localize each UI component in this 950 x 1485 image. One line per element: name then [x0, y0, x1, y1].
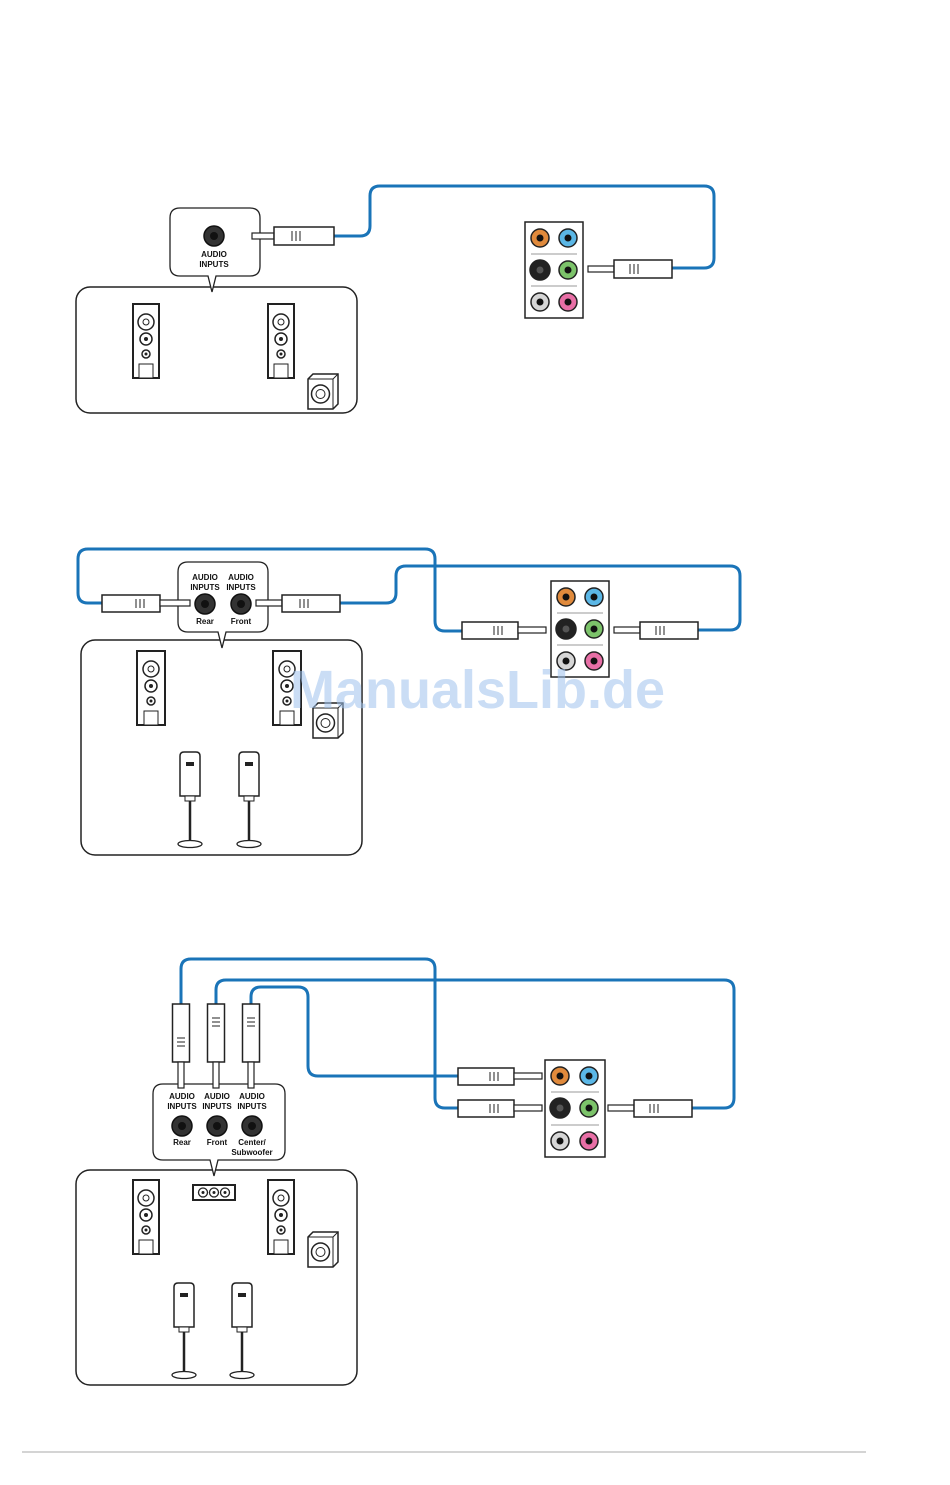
audio-input-label: AUDIO — [204, 1092, 230, 1101]
audio-plug-icon — [208, 1004, 225, 1088]
subwoofer-label: Subwoofer — [231, 1148, 272, 1157]
audio-input-label: INPUTS — [199, 260, 229, 269]
subwoofer-icon — [308, 1232, 338, 1267]
audio-input-label: AUDIO — [192, 573, 218, 582]
audio-port-panel — [525, 222, 583, 318]
audio-plug-icon — [588, 260, 672, 278]
audio-input-label: AUDIO — [239, 1092, 265, 1101]
speaker-set-box — [76, 1170, 357, 1385]
audio-plug-icon — [102, 595, 190, 612]
audio-cable — [334, 186, 714, 268]
audio-input-label: INPUTS — [190, 583, 220, 592]
audio-input-label: INPUTS — [202, 1102, 232, 1111]
audio-input-label: INPUTS — [167, 1102, 197, 1111]
tower-speaker-icon — [137, 651, 165, 725]
audio-cable — [251, 987, 458, 1076]
audio-plug-icon — [458, 1100, 542, 1117]
tower-speaker-icon — [268, 1180, 294, 1254]
audio-plug-icon — [458, 1068, 542, 1085]
tower-speaker-icon — [133, 1180, 159, 1254]
rear-label: Rear — [196, 617, 214, 626]
audio-plug-icon — [462, 622, 546, 639]
watermark: ManualsLib.de — [290, 660, 665, 720]
center-label: Center/ — [238, 1138, 266, 1147]
audio-plug-icon — [614, 622, 698, 639]
tower-speaker-icon — [268, 304, 294, 378]
audio-input-label: AUDIO — [228, 573, 254, 582]
audio-cable — [216, 980, 734, 1108]
front-label: Front — [207, 1138, 228, 1147]
audio-cable — [340, 566, 740, 630]
six-channel-diagram: AUDIO INPUTS AUDIO INPUTS AUDIO INPUTS R… — [76, 959, 734, 1385]
stereo-diagram: AUDIO INPUTS — [76, 186, 714, 413]
audio-plug-icon — [608, 1100, 692, 1117]
audio-input-label: AUDIO — [201, 250, 227, 259]
front-label: Front — [231, 617, 252, 626]
center-speaker-icon — [193, 1185, 235, 1200]
audio-plug-icon — [252, 227, 334, 245]
audio-input-label: INPUTS — [226, 583, 256, 592]
audio-port-panel — [545, 1060, 605, 1157]
audio-plug-icon — [173, 1004, 190, 1088]
tower-speaker-icon — [133, 304, 159, 378]
subwoofer-icon — [308, 374, 338, 409]
audio-cable — [78, 549, 462, 631]
rear-label: Rear — [173, 1138, 191, 1147]
audio-input-label: AUDIO — [169, 1092, 195, 1101]
audio-input-label: INPUTS — [237, 1102, 267, 1111]
audio-plug-icon — [243, 1004, 260, 1088]
